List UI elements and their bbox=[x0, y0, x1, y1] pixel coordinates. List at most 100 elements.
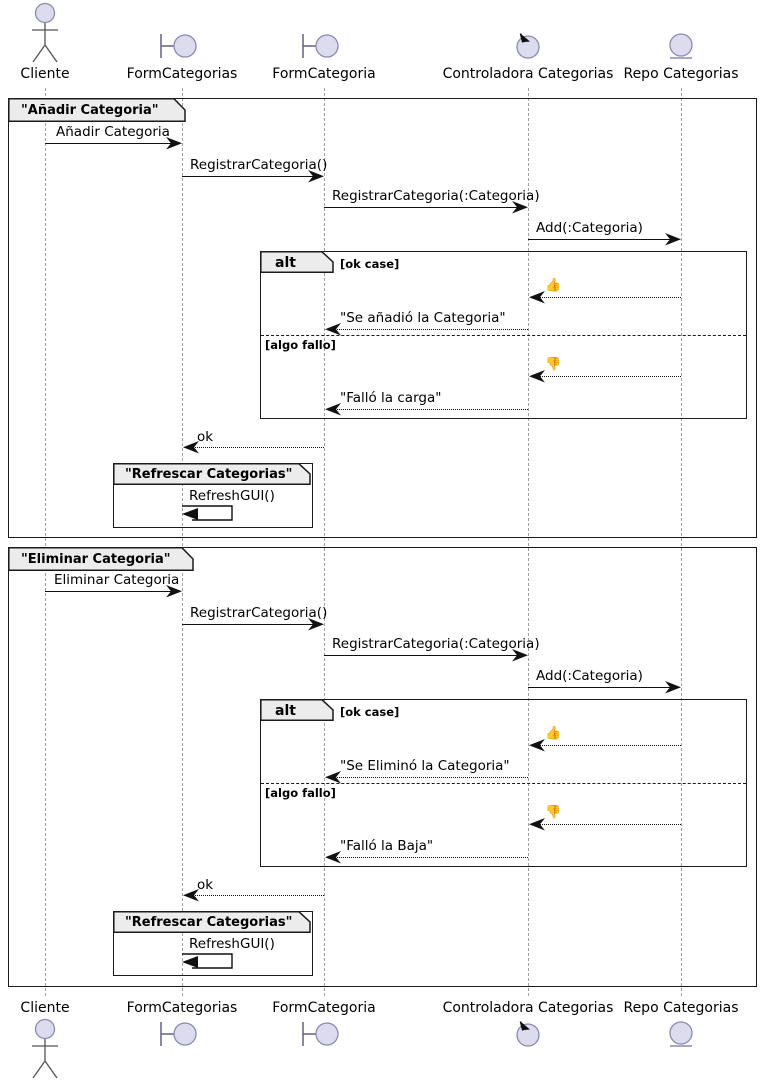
message-line bbox=[45, 591, 176, 592]
entity-icon bbox=[669, 33, 693, 59]
group-frame-eliminar-categoria bbox=[8, 547, 757, 987]
message-line bbox=[335, 777, 528, 778]
group-tab-eliminar-categoria: "Eliminar Categoria" bbox=[8, 547, 194, 575]
participant-label-formcategorias: FormCategorias bbox=[126, 66, 238, 82]
message-label: RegistrarCategoria(:Categoria) bbox=[332, 636, 540, 652]
arrow-head-right-icon bbox=[665, 233, 681, 246]
boundary-icon bbox=[302, 1022, 339, 1046]
message-line bbox=[539, 376, 681, 377]
participant-label-controladora: Controladora Categorias bbox=[442, 1000, 614, 1016]
group-label-anadir-categoria: "Añadir Categoria" bbox=[21, 103, 159, 118]
message-label: RegistrarCategoria() bbox=[190, 157, 328, 173]
message-label: "Falló la carga" bbox=[340, 390, 442, 406]
lifeline-formcategoria bbox=[324, 88, 325, 996]
message-line bbox=[539, 745, 681, 746]
arrow-head-left-icon bbox=[325, 771, 341, 784]
arrow-head-left-icon bbox=[529, 370, 545, 383]
message-line bbox=[182, 176, 318, 177]
message-label: Add(:Categoria) bbox=[536, 668, 643, 684]
boundary-icon bbox=[160, 34, 197, 58]
message-line bbox=[182, 624, 318, 625]
alt-keyword-1: alt bbox=[275, 255, 296, 271]
message-line bbox=[324, 655, 522, 656]
message-label: ok bbox=[197, 429, 214, 445]
group-label-refrescar-1: "Refrescar Categorias" bbox=[125, 467, 293, 482]
participant-label-formcategoria: FormCategoria bbox=[272, 66, 376, 82]
boundary-icon bbox=[302, 34, 339, 58]
message-line bbox=[539, 297, 681, 298]
participant-label-formcategoria: FormCategoria bbox=[272, 1000, 376, 1016]
participant-label-formcategorias: FormCategorias bbox=[126, 1000, 238, 1016]
arrow-head-left-icon bbox=[325, 403, 341, 416]
message-label: "Se añadió la Categoria" bbox=[340, 310, 506, 326]
message-label: RefreshGUI() bbox=[189, 488, 275, 504]
arrow-head-right-icon bbox=[308, 170, 324, 183]
message-line bbox=[193, 895, 324, 896]
message-label: RegistrarCategoria() bbox=[190, 605, 328, 621]
alt-operand-divider-2 bbox=[261, 783, 746, 784]
participant-label-controladora: Controladora Categorias bbox=[442, 66, 614, 82]
group-tab-refrescar-1: "Refrescar Categorias" bbox=[113, 463, 311, 489]
message-line bbox=[335, 329, 528, 330]
alt-keyword-2: alt bbox=[275, 703, 296, 719]
message-line bbox=[335, 409, 528, 410]
participant-label-cliente: Cliente bbox=[20, 1000, 70, 1016]
thumbs-down-icon: 👎 bbox=[545, 805, 562, 820]
participant-label-repo: Repo Categorias bbox=[623, 1000, 739, 1016]
arrow-head-left-icon bbox=[529, 818, 545, 831]
alt-tab-2: alt bbox=[260, 699, 334, 725]
alt-frame-2 bbox=[260, 699, 747, 867]
message-label: Añadir Categoria bbox=[56, 124, 170, 140]
group-tab-anadir-categoria: "Añadir Categoria" bbox=[8, 98, 186, 126]
control-icon bbox=[516, 33, 540, 59]
entity-icon bbox=[669, 1021, 693, 1047]
alt-frame-1 bbox=[260, 251, 747, 419]
message-label: "Falló la Baja" bbox=[340, 838, 434, 854]
arrow-head-right-icon bbox=[166, 585, 182, 598]
message-label: RefreshGUI() bbox=[189, 936, 275, 952]
thumbs-up-icon: 👍 bbox=[545, 726, 562, 741]
alt-guard-fallo-2: [algo fallo] bbox=[265, 786, 336, 800]
arrow-head-right-icon bbox=[665, 681, 681, 694]
message-label: Eliminar Categoria bbox=[54, 572, 180, 588]
arrow-head-right-icon bbox=[512, 649, 528, 662]
lifeline-controladora bbox=[528, 88, 529, 996]
arrow-head-right-icon bbox=[166, 137, 182, 150]
group-label-eliminar-categoria: "Eliminar Categoria" bbox=[21, 552, 171, 567]
message-line bbox=[324, 207, 522, 208]
thumbs-up-icon: 👍 bbox=[545, 278, 562, 293]
message-line bbox=[539, 824, 681, 825]
lifeline-formcategorias bbox=[182, 88, 183, 996]
participant-label-cliente: Cliente bbox=[20, 66, 70, 82]
message-line bbox=[193, 447, 324, 448]
arrow-head-left-icon bbox=[183, 441, 199, 454]
arrow-head-right-icon bbox=[308, 618, 324, 631]
lifeline-repo bbox=[681, 88, 682, 996]
arrow-head-left-icon bbox=[529, 739, 545, 752]
alt-operand-divider-1 bbox=[261, 335, 746, 336]
message-label: Add(:Categoria) bbox=[536, 220, 643, 236]
actor-stickfigure-icon bbox=[32, 1018, 58, 1079]
message-label: RegistrarCategoria(:Categoria) bbox=[332, 188, 540, 204]
control-icon bbox=[516, 1021, 540, 1047]
message-line bbox=[45, 143, 176, 144]
alt-guard-ok-2: [ok case] bbox=[340, 705, 400, 719]
message-label: "Se Eliminó la Categoria" bbox=[340, 758, 510, 774]
participant-label-repo: Repo Categorias bbox=[623, 66, 739, 82]
self-message-loop-icon bbox=[182, 953, 233, 969]
thumbs-down-icon: 👎 bbox=[545, 357, 562, 372]
group-tab-refrescar-2: "Refrescar Categorias" bbox=[113, 911, 311, 937]
lifeline-cliente bbox=[45, 88, 46, 996]
message-line bbox=[528, 239, 675, 240]
alt-guard-ok-1: [ok case] bbox=[340, 257, 400, 271]
actor-stickfigure-icon bbox=[32, 2, 58, 63]
alt-tab-1: alt bbox=[260, 251, 334, 277]
group-label-refrescar-2: "Refrescar Categorias" bbox=[125, 915, 293, 930]
message-label: ok bbox=[197, 877, 214, 893]
arrow-head-right-icon bbox=[512, 201, 528, 214]
message-line bbox=[528, 687, 675, 688]
message-line bbox=[335, 857, 528, 858]
group-frame-anadir-categoria bbox=[8, 98, 757, 538]
arrow-head-left-icon bbox=[183, 889, 199, 902]
